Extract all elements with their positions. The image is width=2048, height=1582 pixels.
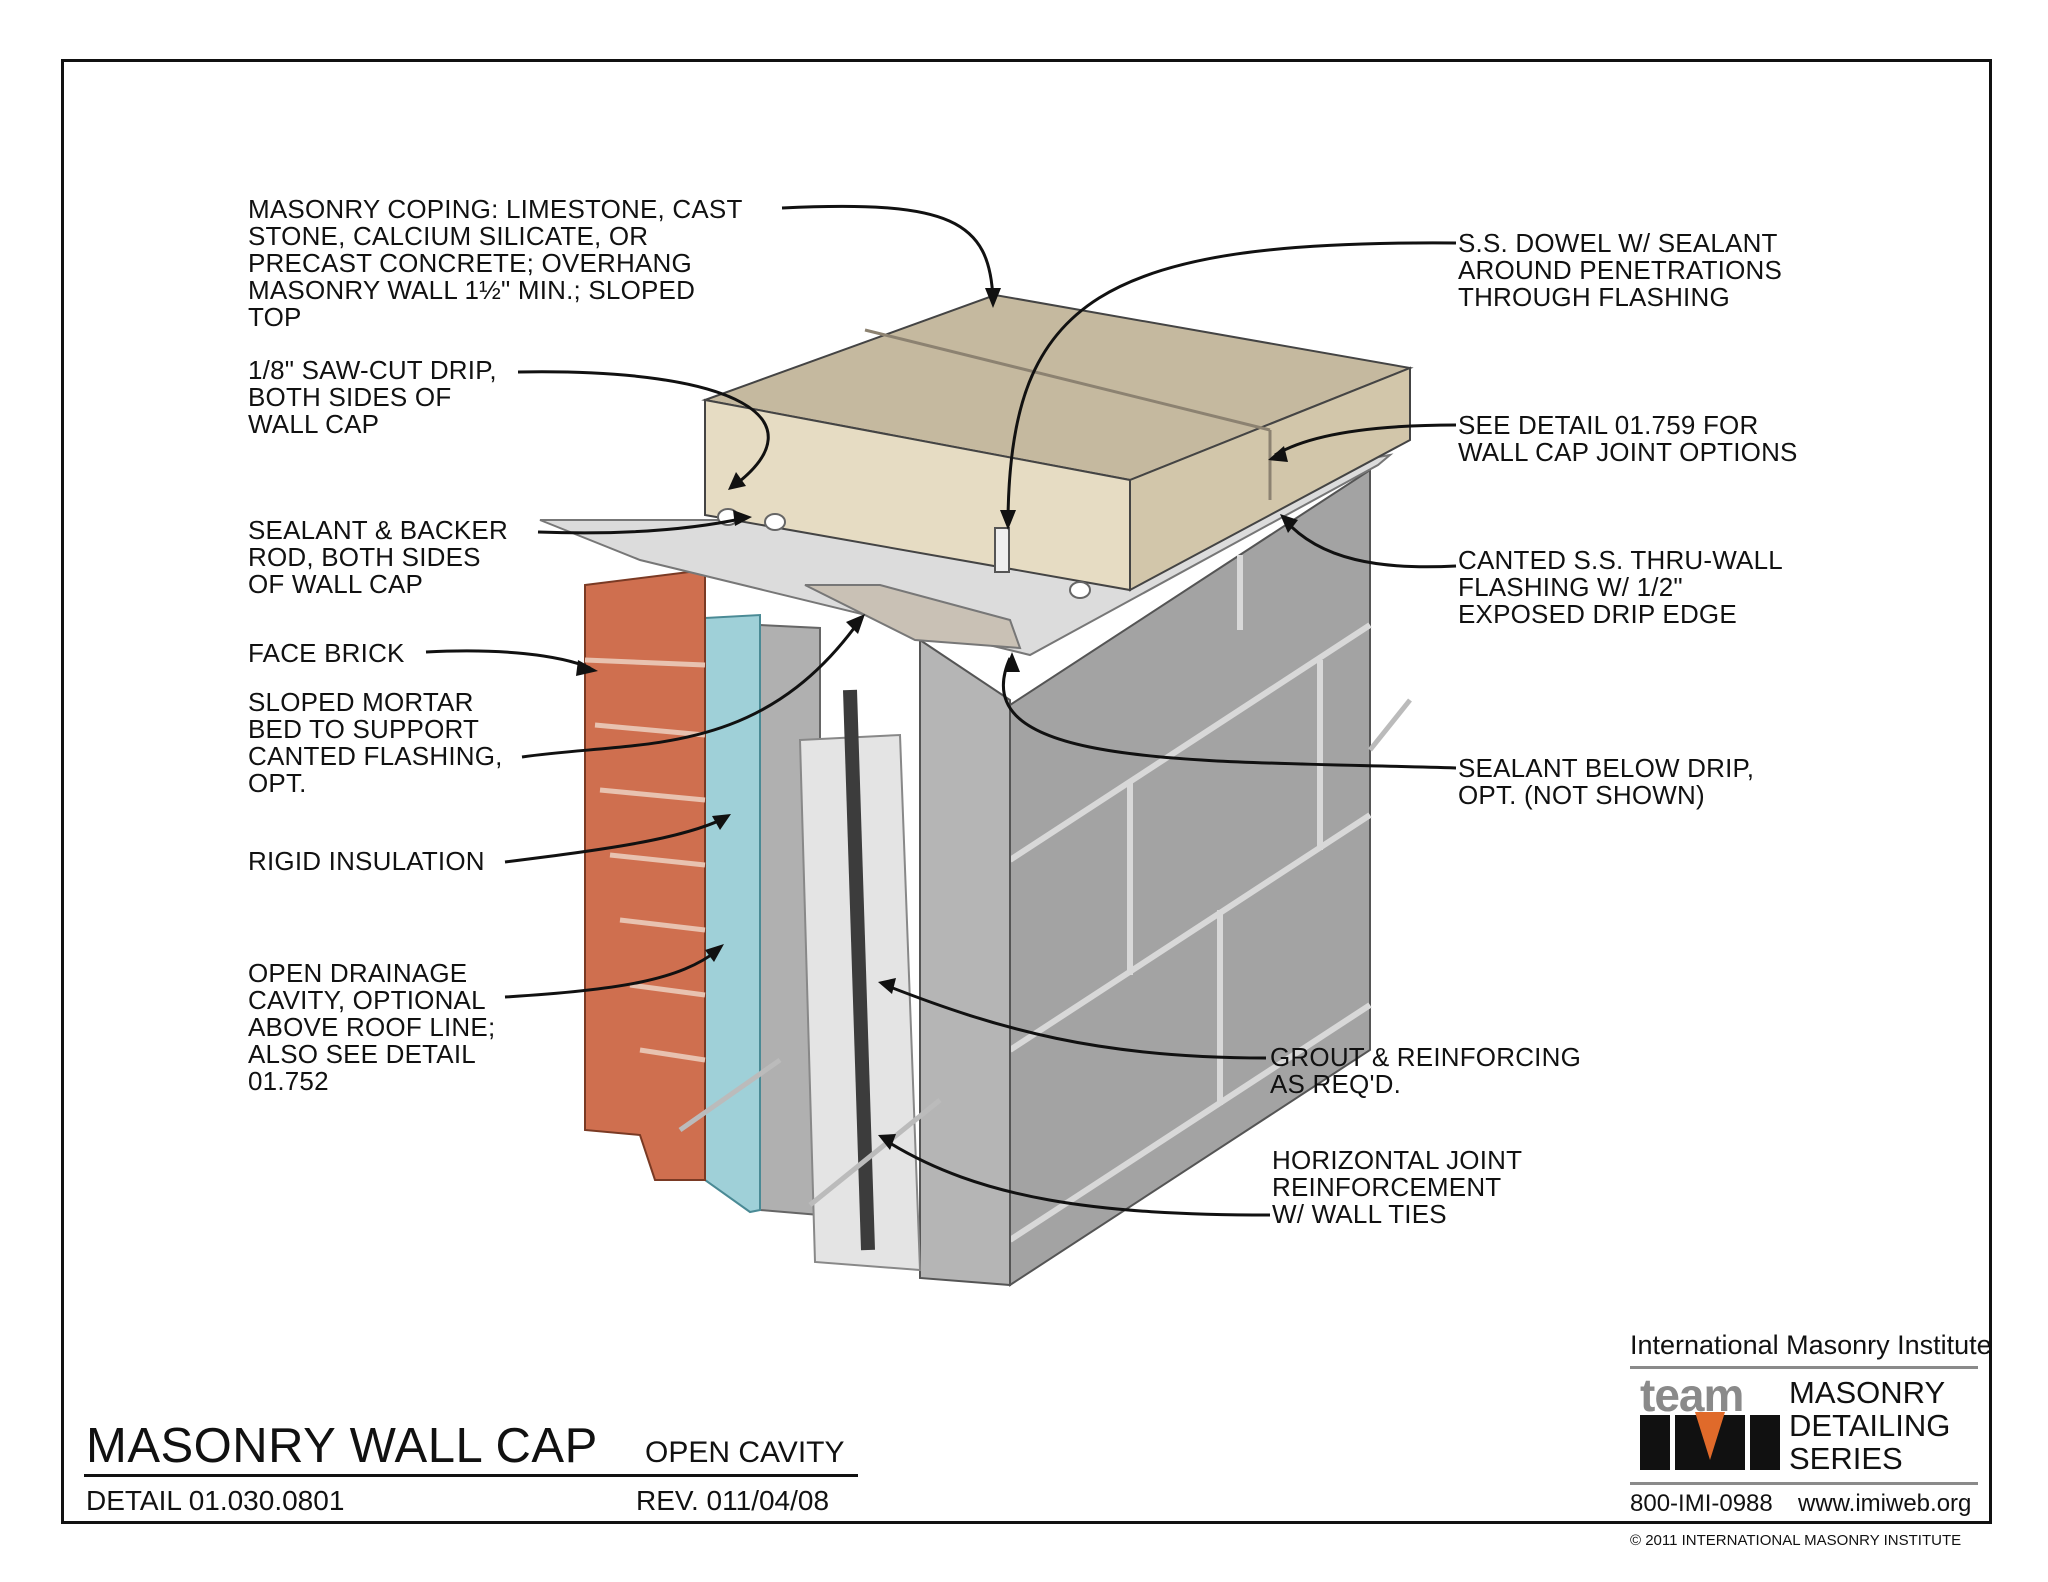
callout-line: FACE BRICK <box>248 638 405 668</box>
mortar-bed <box>804 584 1022 650</box>
series-line: SERIES <box>1789 1441 1903 1476</box>
callout-coping: MASONRY COPING: LIMESTONE, CAST STONE, C… <box>248 196 743 331</box>
team-wordmark: team <box>1640 1369 1744 1421</box>
rigid-insulation <box>704 613 761 1214</box>
callout-line: BOTH SIDES OF <box>248 382 452 412</box>
callout-line: CANTED S.S. THRU-WALL <box>1458 545 1783 575</box>
callout-line: BED TO SUPPORT <box>248 714 480 744</box>
callout-line: CANTED FLASHING, <box>248 741 503 771</box>
detail-number: DETAIL 01.030.0801 <box>86 1485 345 1516</box>
brick-joints <box>584 657 706 1063</box>
leader-lines <box>425 204 1457 1217</box>
callout-line: CAVITY, OPTIONAL <box>248 985 486 1015</box>
copyright-notice: © 2011 INTERNATIONAL MASONRY INSTITUTE <box>1630 1532 1962 1549</box>
wall-ties <box>678 698 1412 1207</box>
callout-sealant-drip: SEALANT BELOW DRIP, OPT. (NOT SHOWN) <box>1458 755 1754 809</box>
drawing-border <box>61 59 1992 1524</box>
callout-flashing: CANTED S.S. THRU-WALL FLASHING W/ 1/2" E… <box>1458 547 1783 628</box>
callout-line: AS REQ'D. <box>1270 1069 1402 1099</box>
callout-line: 1/8" SAW-CUT DRIP, <box>248 355 497 385</box>
callout-joint-reinforcement: HORIZONTAL JOINT REINFORCEMENT W/ WALL T… <box>1272 1147 1522 1228</box>
drawing-subtitle: OPEN CAVITY <box>645 1436 845 1469</box>
callout-cavity: OPEN DRAINAGE CAVITY, OPTIONAL ABOVE ROO… <box>248 960 495 1095</box>
callout-sealant-backer: SEALANT & BACKER ROD, BOTH SIDES OF WALL… <box>248 517 508 598</box>
logo-divider-top <box>1630 1366 1978 1369</box>
callout-line: FLASHING W/ 1/2" <box>1458 572 1683 602</box>
title-underline <box>84 1474 858 1477</box>
imi-org-name: International Masonry Institute <box>1630 1330 1992 1360</box>
callout-line: OPT. (NOT SHOWN) <box>1458 780 1705 810</box>
callout-line: STONE, CALCIUM SILICATE, OR <box>248 221 649 251</box>
backer-rods <box>717 508 1091 599</box>
series-line: MASONRY <box>1789 1375 1946 1410</box>
callout-line: TOP <box>248 302 302 332</box>
ss-dowel <box>994 527 1010 573</box>
callout-insulation: RIGID INSULATION <box>248 848 485 875</box>
callout-line: WALL CAP <box>248 409 380 439</box>
cmu-front-section <box>919 638 1011 1287</box>
callout-mortar-bed: SLOPED MORTAR BED TO SUPPORT CANTED FLAS… <box>248 689 503 797</box>
callout-line: SEALANT BELOW DRIP, <box>1458 753 1755 783</box>
callout-dowel: S.S. DOWEL W/ SEALANT AROUND PENETRATION… <box>1458 230 1782 311</box>
callout-line: ALSO SEE DETAIL <box>248 1039 476 1069</box>
callout-line: SLOPED MORTAR <box>248 687 474 717</box>
callout-grout: GROUT & REINFORCING AS REQ'D. <box>1270 1044 1581 1098</box>
callout-joint-options: SEE DETAIL 01.759 FOR WALL CAP JOINT OPT… <box>1458 412 1798 466</box>
imi-logo-mark <box>1640 1412 1780 1470</box>
callout-line: PRECAST CONCRETE; OVERHANG <box>248 248 692 278</box>
callout-line: REINFORCEMENT <box>1272 1172 1502 1202</box>
callout-line: OPEN DRAINAGE <box>248 958 468 988</box>
callout-line: MASONRY WALL 1½" MIN.; SLOPED <box>248 275 696 305</box>
imi-phone: 800-IMI-0988 <box>1630 1490 1773 1517</box>
callout-line: OF WALL CAP <box>248 569 424 599</box>
callout-line: SEALANT & BACKER <box>248 515 508 545</box>
callout-drip: 1/8" SAW-CUT DRIP, BOTH SIDES OF WALL CA… <box>248 357 497 438</box>
callout-line: W/ WALL TIES <box>1272 1199 1447 1229</box>
callout-line: GROUT & REINFORCING <box>1270 1042 1582 1072</box>
callout-line: ROD, BOTH SIDES <box>248 542 481 572</box>
cmu-joints <box>1008 555 1372 1243</box>
callout-line: EXPOSED DRIP EDGE <box>1458 599 1737 629</box>
rebar <box>843 689 875 1251</box>
imi-website: www.imiweb.org <box>1798 1490 1972 1517</box>
callout-line: WALL CAP JOINT OPTIONS <box>1458 437 1798 467</box>
callout-line: RIGID INSULATION <box>248 846 485 876</box>
callout-line: OPT. <box>248 768 307 798</box>
series-line: DETAILING <box>1789 1408 1951 1443</box>
callout-line: S.S. DOWEL W/ SEALANT <box>1458 228 1778 258</box>
callout-line: SEE DETAIL 01.759 FOR <box>1458 410 1759 440</box>
callout-face-brick: FACE BRICK <box>248 640 405 667</box>
callout-line: MASONRY COPING: LIMESTONE, CAST <box>248 194 743 224</box>
leader-arrowheads <box>576 288 1298 1150</box>
callout-line: 01.752 <box>248 1066 329 1096</box>
revision-date: REV. 011/04/08 <box>636 1485 830 1516</box>
series-name: MASONRY DETAILING SERIES <box>1789 1376 1950 1475</box>
logo-divider-bottom <box>1630 1482 1978 1485</box>
coping-joint <box>864 328 1271 432</box>
callout-line: AROUND PENETRATIONS <box>1458 255 1783 285</box>
callout-line: THROUGH FLASHING <box>1458 282 1730 312</box>
drawing-title: MASONRY WALL CAP <box>86 1419 598 1473</box>
callout-line: ABOVE ROOF LINE; <box>248 1012 496 1042</box>
callout-line: HORIZONTAL JOINT <box>1272 1145 1523 1175</box>
